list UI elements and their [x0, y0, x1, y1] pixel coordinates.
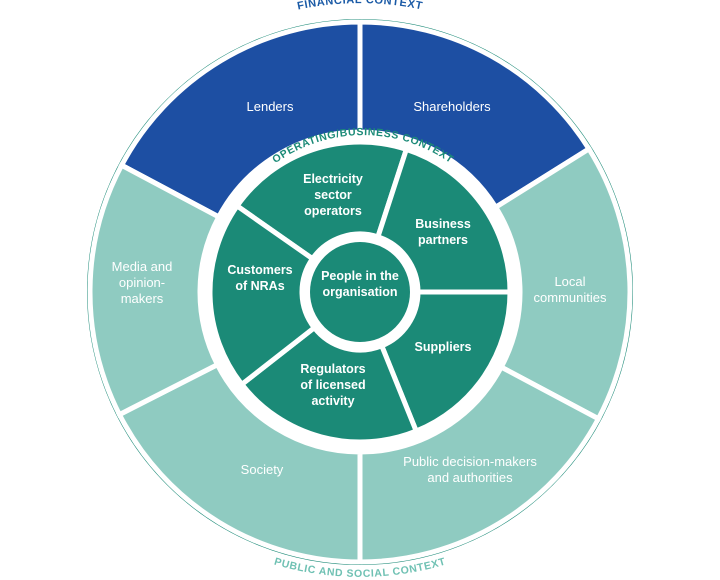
- inner-label-regulators-licensed-activity-line: activity: [311, 394, 354, 408]
- outer-label-public-decision-makers-line: Public decision-makers: [403, 454, 537, 469]
- outer-label-public-decision-makers-line: and authorities: [427, 470, 513, 485]
- inner-label-regulators-licensed-activity-line: Regulators: [300, 362, 365, 376]
- inner-label-business-partners-line: Business: [415, 217, 471, 231]
- outer-label-society-line: Society: [241, 462, 284, 477]
- outer-label-lenders-line: Lenders: [247, 99, 294, 114]
- inner-label-regulators-licensed-activity-line: of licensed: [300, 378, 365, 392]
- center-label: People in the organisation: [321, 269, 399, 299]
- outer-label-media-opinion-makers-line: makers: [121, 291, 164, 306]
- center-label-text-line: organisation: [322, 285, 397, 299]
- financial-context-title: FINANCIAL CONTEXT: [296, 0, 424, 13]
- inner-label-business-partners-line: partners: [418, 233, 468, 247]
- inner-label-electricity-sector-operators-line: sector: [314, 188, 352, 202]
- outer-ring: Lenders ShareholdersLocalcommunitiesPubli…: [87, 19, 633, 565]
- inner-label-electricity-sector-operators-line: operators: [304, 204, 362, 218]
- outer-label-shareholders-line: Shareholders: [413, 99, 491, 114]
- outer-label-local-communities-line: Local: [554, 274, 585, 289]
- center-circle: [310, 242, 410, 342]
- center-label-text-line: People in the: [321, 269, 399, 283]
- inner-label-electricity-sector-operators-line: Electricity: [303, 172, 363, 186]
- outer-label-local-communities-line: communities: [534, 290, 607, 305]
- outer-label-media-opinion-makers-line: opinion-: [119, 275, 165, 290]
- inner-label-customers-of-nras-line: Customers: [227, 263, 292, 277]
- outer-label-media-opinion-makers-line: Media and: [112, 259, 173, 274]
- inner-label-customers-of-nras-line: of NRAs: [235, 279, 284, 293]
- inner-label-suppliers-line: Suppliers: [415, 340, 472, 354]
